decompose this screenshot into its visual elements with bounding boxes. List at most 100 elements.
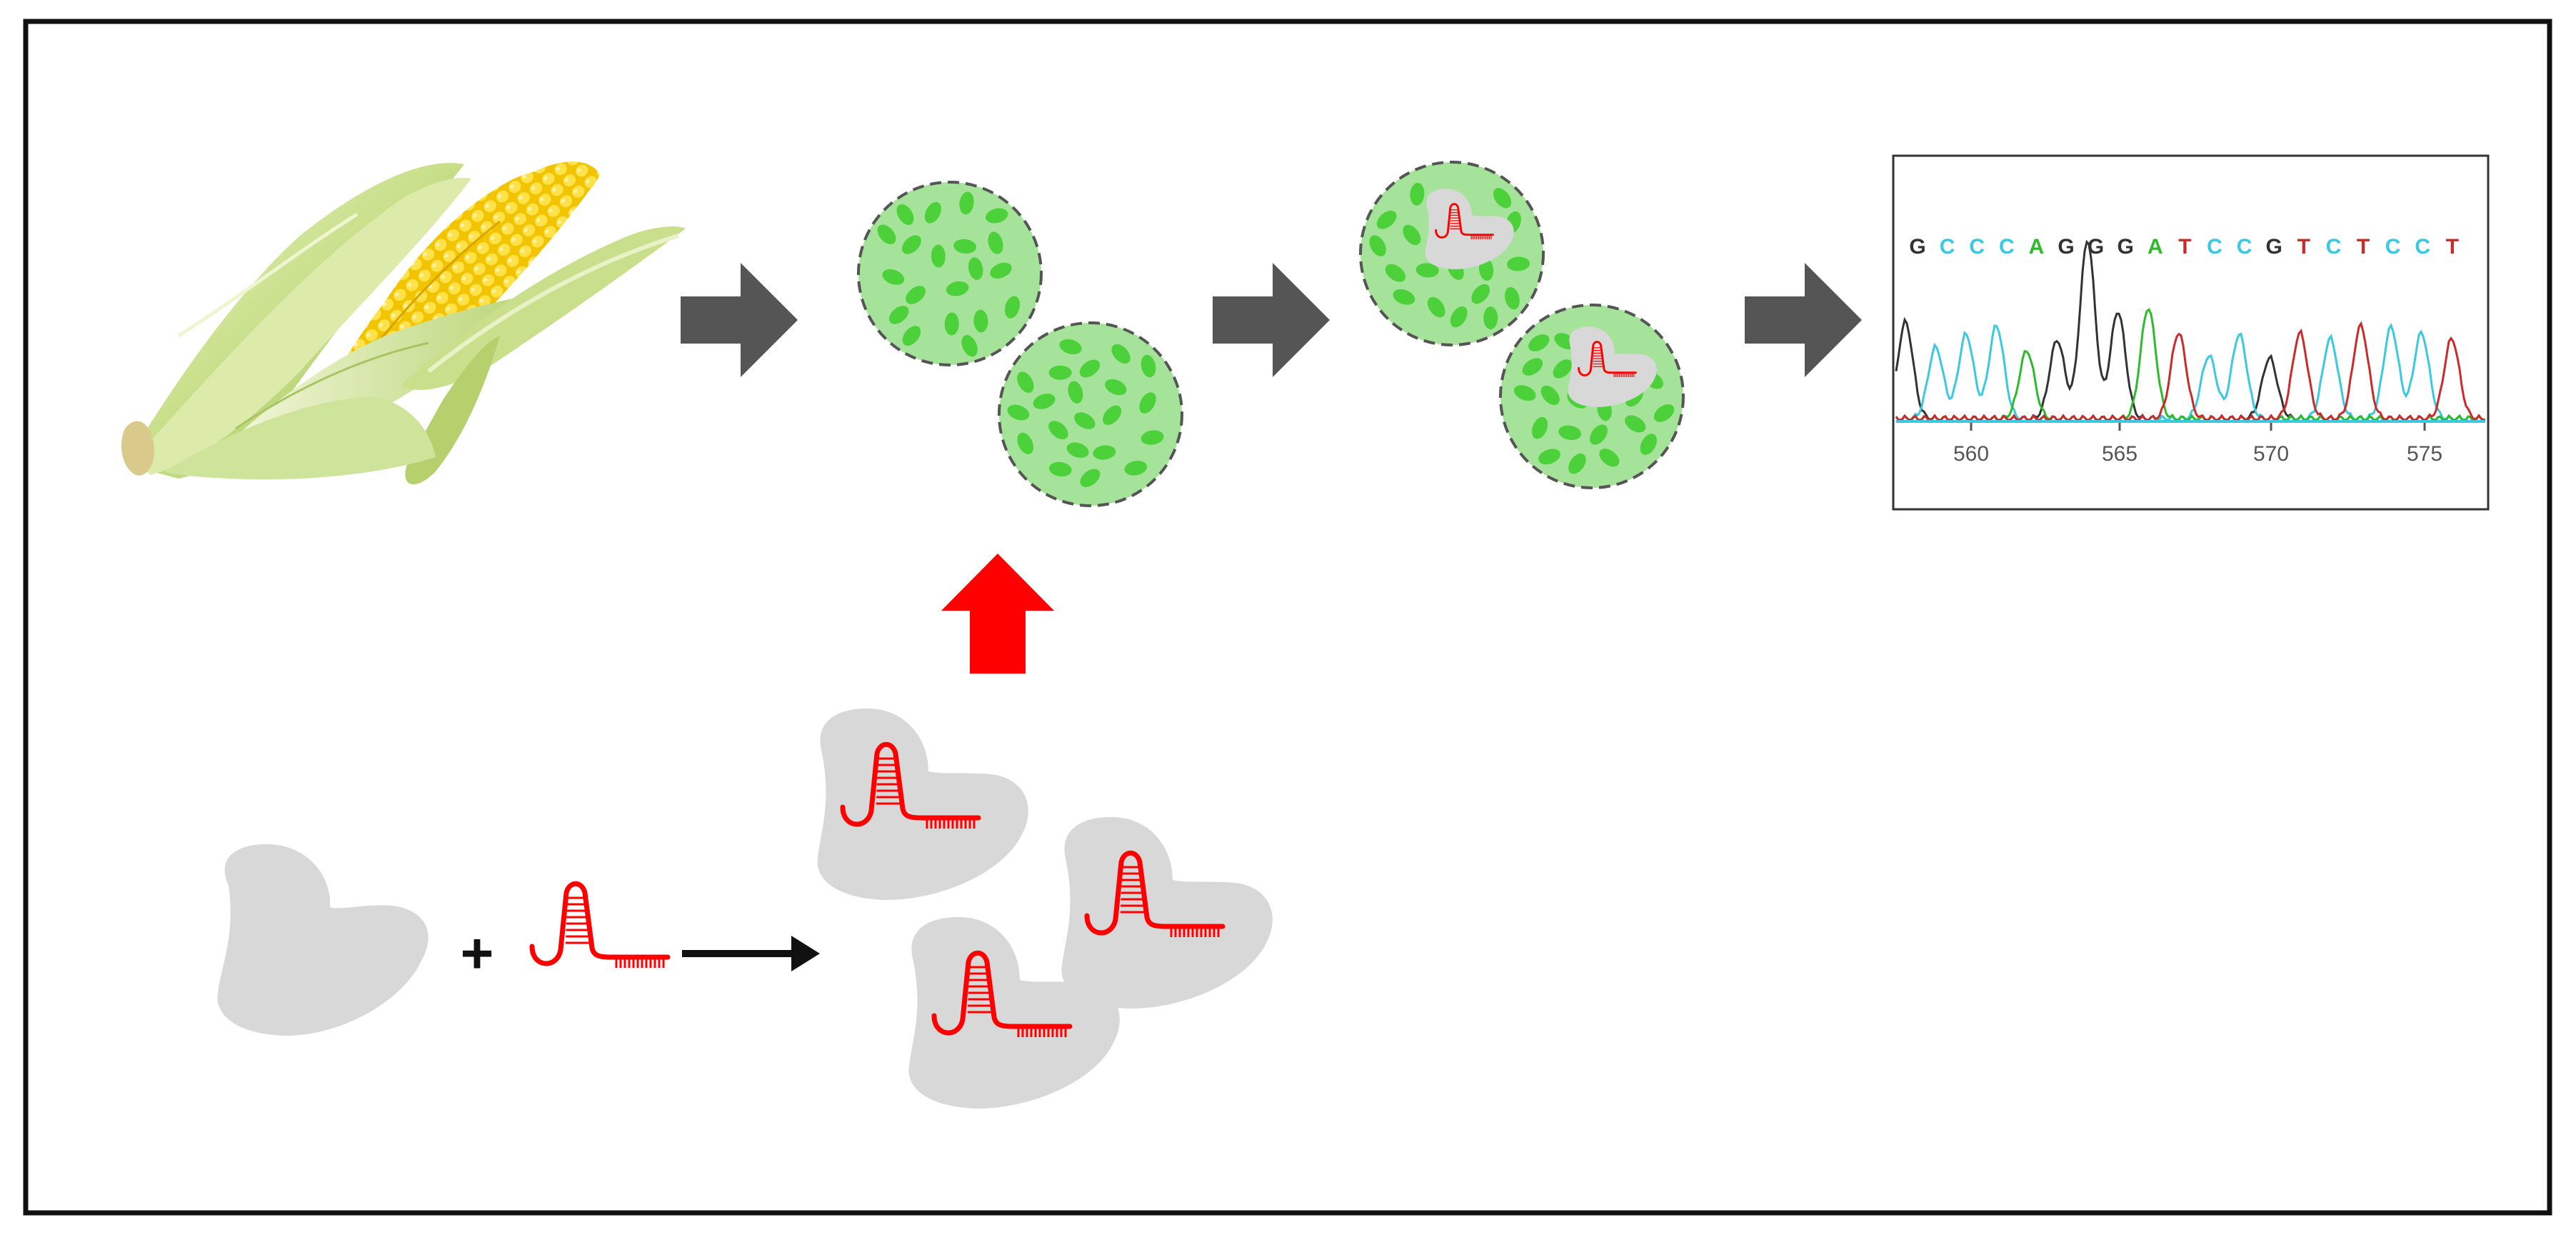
chloroplast <box>1141 430 1164 445</box>
chloroplast <box>1048 421 1068 440</box>
base-call: C <box>2207 235 2222 259</box>
chloroplast <box>1538 449 1560 465</box>
chloroplast <box>1048 365 1072 380</box>
base-call: A <box>2029 235 2045 259</box>
process-arrow-2 <box>1213 263 1330 377</box>
process-arrow-3 <box>1745 263 1862 377</box>
base-call: C <box>1940 235 1955 259</box>
guide-rna <box>1084 850 1226 937</box>
chloroplast <box>1393 289 1415 305</box>
chloroplast <box>1004 296 1021 319</box>
trace-C <box>1895 323 2486 421</box>
chloroplast <box>1074 412 1096 429</box>
rnp-complex-group <box>817 708 1273 1109</box>
rnp-complex <box>1568 326 1657 407</box>
chloroplast <box>882 269 905 285</box>
base-call: G <box>2058 235 2074 259</box>
position-tick-label: 570 <box>2253 442 2289 466</box>
base-call: C <box>1969 235 1985 259</box>
chloroplast <box>946 281 969 296</box>
protoplast-cell <box>998 321 1183 507</box>
chloroplast <box>1589 424 1608 445</box>
chloroplast <box>961 335 978 357</box>
chloroplast <box>1059 339 1082 355</box>
chloroplast <box>924 201 941 224</box>
chloroplast <box>1017 432 1034 454</box>
chloroplast <box>1522 358 1543 376</box>
chloroplast <box>1471 284 1490 304</box>
base-call: C <box>2326 235 2342 259</box>
protoplast-cell <box>857 181 1043 366</box>
chloroplast <box>902 326 921 346</box>
chloroplast <box>1540 385 1560 406</box>
chloroplast <box>1483 306 1498 330</box>
rnp-complex <box>1061 816 1273 1009</box>
chloroplast <box>1033 394 1056 409</box>
chloroplast <box>877 224 896 244</box>
chloroplast <box>1376 210 1397 229</box>
base-call: C <box>1999 235 2015 259</box>
position-tick-label: 575 <box>2407 442 2442 466</box>
chloroplast <box>1531 416 1548 439</box>
guide-rna <box>1435 203 1494 240</box>
base-call: C <box>2385 235 2401 259</box>
base-call: G <box>2266 235 2282 259</box>
base-call: C <box>2415 235 2430 259</box>
chloroplast <box>1103 405 1122 425</box>
chloroplast <box>1068 381 1083 404</box>
base-call: G <box>2118 235 2134 259</box>
assembly-arrow <box>682 936 820 971</box>
chloroplast <box>888 306 909 324</box>
chloroplast <box>1139 392 1156 414</box>
rnp-complex <box>817 708 1028 900</box>
chloroplast <box>944 312 959 336</box>
chloroplast <box>1493 188 1512 209</box>
cas9-protein-icon <box>217 844 429 1036</box>
base-call: C <box>2237 235 2252 259</box>
chloroplast <box>990 262 1012 279</box>
chloroplast <box>896 204 914 225</box>
chloroplast <box>1124 461 1148 476</box>
chloroplast <box>1385 264 1406 282</box>
chloroplast <box>1558 425 1581 441</box>
chloroplast <box>1625 415 1646 433</box>
chloroplast <box>1111 344 1131 364</box>
chloroplast <box>959 191 974 215</box>
base-call: T <box>2357 235 2370 259</box>
chloroplast <box>906 286 926 304</box>
chloroplast <box>1017 371 1034 394</box>
guide-rna <box>1578 341 1637 378</box>
process-arrow-1 <box>681 263 798 377</box>
plus-operator: + <box>461 921 494 985</box>
trace-lines <box>1895 239 2486 421</box>
base-call: T <box>2297 235 2310 259</box>
chloroplast <box>1066 442 1089 458</box>
chloroplast <box>1599 449 1620 467</box>
chloroplast <box>1105 379 1127 396</box>
chloroplast <box>1640 434 1657 455</box>
delivery-arrow <box>941 554 1054 674</box>
chloroplast <box>985 208 1008 224</box>
chloroplast <box>1093 445 1116 460</box>
guide-rna-icon <box>529 881 671 968</box>
chloroplast <box>1080 469 1101 487</box>
chloroplast <box>968 257 983 280</box>
chloroplast <box>901 235 921 254</box>
base-call: T <box>2446 235 2459 259</box>
chloroplast <box>988 231 1003 254</box>
chloroplast <box>973 309 988 333</box>
protoplast-group <box>857 161 1685 507</box>
base-call: G <box>1909 235 1925 259</box>
position-tick-label: 560 <box>1953 442 1989 466</box>
chloroplast <box>1403 224 1421 246</box>
chloroplast <box>1653 404 1675 422</box>
chloroplast <box>1450 306 1468 328</box>
guide-rna <box>840 741 981 829</box>
chloroplast <box>953 239 977 254</box>
chloroplast <box>931 244 946 268</box>
chloroplast <box>1079 359 1101 378</box>
